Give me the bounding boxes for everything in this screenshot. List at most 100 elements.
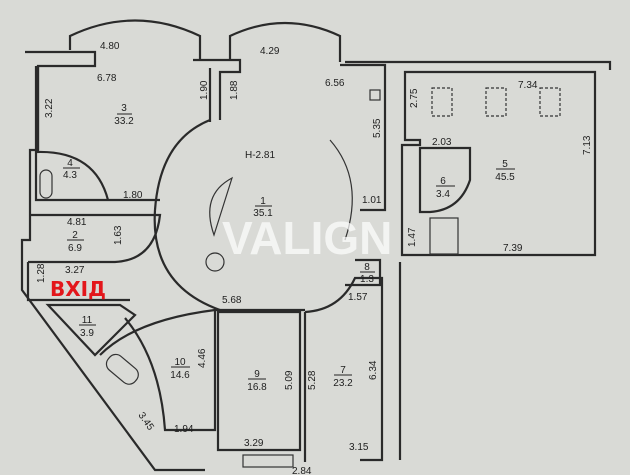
plan-mark xyxy=(28,213,162,264)
dimension-label: 7.39 xyxy=(503,243,523,254)
dimension-label: 3.9 xyxy=(80,328,94,339)
plan-mark xyxy=(105,353,139,385)
dimension-label: 3.15 xyxy=(349,442,369,453)
dimension-label: 7.13 xyxy=(582,135,593,155)
room-9-label: 916.8 xyxy=(247,369,267,393)
dimension-label: 1.3 xyxy=(360,274,374,285)
entrance-label: ВХІД xyxy=(50,277,106,301)
plan-mark xyxy=(45,303,137,357)
dimension-label: 6.9 xyxy=(68,243,82,254)
plan-mark xyxy=(418,146,472,214)
room-1-label: 135.1 xyxy=(253,196,273,219)
dimension-label: 10 xyxy=(174,357,186,368)
dimension-label: 2 xyxy=(72,230,78,241)
plan-mark xyxy=(124,310,217,432)
room-11-label: 113.9 xyxy=(79,315,96,339)
dimension-label: 6 xyxy=(440,176,446,187)
plan-mark xyxy=(369,89,381,101)
room-6-label: 63.4 xyxy=(436,176,455,200)
dimension-label: 3 xyxy=(121,103,127,114)
dimension-label: 6.78 xyxy=(97,73,117,84)
plan-mark xyxy=(39,169,53,199)
dimension-label: 14.6 xyxy=(170,370,190,381)
plan-mark xyxy=(242,454,294,468)
room-3-label: 333.2 xyxy=(114,103,134,127)
dimension-label: 4.29 xyxy=(260,46,280,57)
plan-mark xyxy=(400,70,597,257)
walls xyxy=(20,19,612,472)
dimension-label: 8 xyxy=(364,262,370,273)
plan-mark xyxy=(228,22,342,62)
dimension-label: 2.03 xyxy=(432,137,452,148)
plan-mark xyxy=(216,310,302,452)
dimension-label: 1.28 xyxy=(36,263,47,283)
plan-mark xyxy=(153,209,221,312)
dimension-label: 6.34 xyxy=(368,360,379,380)
dimension-label: 1.57 xyxy=(348,292,368,303)
plan-mark xyxy=(539,87,561,117)
dimension-label: 1 xyxy=(260,196,266,207)
dimension-label: 4.80 xyxy=(100,41,120,52)
plan-mark xyxy=(26,262,130,302)
plan-mark xyxy=(210,58,242,120)
plan-mark xyxy=(304,276,384,462)
dimension-label: 6.56 xyxy=(325,78,345,89)
dimension-label: 7.34 xyxy=(518,80,538,91)
plan-mark xyxy=(345,60,612,70)
dimension-label: 5.09 xyxy=(284,370,295,390)
dimension-label: 1.94 xyxy=(174,424,194,435)
room-7-label: 723.2 xyxy=(333,365,353,389)
dimension-label: 3.45 xyxy=(136,410,156,433)
plan-mark xyxy=(345,258,382,287)
plan-mark xyxy=(205,252,225,272)
dimension-label: 1.63 xyxy=(113,225,124,245)
room-labels: 333.2 44.3 135.1 26.9 545.5 63.4 723.2 8… xyxy=(63,103,515,393)
dimension-label: 16.8 xyxy=(247,382,267,393)
plan-mark xyxy=(209,176,234,237)
plan-mark xyxy=(329,139,353,241)
plan-mark xyxy=(35,150,110,201)
dimension-label: 5.28 xyxy=(307,370,318,390)
dimension-label: 3.4 xyxy=(436,189,450,200)
dimension-label: 4.46 xyxy=(197,348,208,368)
plan-mark xyxy=(68,19,202,60)
dimension-label: 1.80 xyxy=(123,190,143,201)
dimension-label: 3.22 xyxy=(44,98,55,118)
dimension-label: 1.88 xyxy=(229,80,240,100)
plan-mark xyxy=(431,87,453,117)
room-8-label: 81.3 xyxy=(360,262,375,285)
ceiling-height: H-2.81 xyxy=(245,150,275,161)
dimension-label: 11 xyxy=(82,315,93,326)
dimension-label: 2.84 xyxy=(292,466,312,475)
dimension-label: 4.81 xyxy=(67,217,87,228)
dimension-label: 1.90 xyxy=(199,80,210,100)
plan-mark xyxy=(99,308,305,356)
room-2-label: 26.9 xyxy=(67,230,84,254)
fixtures xyxy=(39,87,561,468)
dimension-label: 4.3 xyxy=(63,170,77,181)
dimension-label: 45.5 xyxy=(495,172,515,183)
plan-mark xyxy=(34,66,160,202)
room-10-label: 10 14.6 xyxy=(170,357,190,381)
dimension-label: 2.75 xyxy=(409,88,420,108)
dimension-label: 4 xyxy=(67,158,73,169)
room-4-label: 44.3 xyxy=(63,158,80,181)
plan-mark xyxy=(485,87,507,117)
room-5-label: 545.5 xyxy=(495,159,515,183)
dimension-label: 23.2 xyxy=(333,378,353,389)
dimension-label: 3.27 xyxy=(65,265,85,276)
dimension-label: 5 xyxy=(502,159,508,170)
dimension-labels: 4.80 6.78 3.22 1.90 1.88 4.29 6.56 5.35 … xyxy=(36,41,593,475)
dimension-label: 33.2 xyxy=(114,116,134,127)
plan-mark xyxy=(429,217,459,255)
dimension-label: 35.1 xyxy=(253,208,273,219)
dimension-label: 1.01 xyxy=(362,195,382,206)
plan-mark xyxy=(340,63,387,212)
dimension-label: 5.68 xyxy=(222,295,242,306)
dimension-label: 1.47 xyxy=(407,227,418,247)
dimension-label: 3.29 xyxy=(244,438,264,449)
dimension-label: 5.35 xyxy=(372,118,383,138)
dimension-label: 9 xyxy=(254,369,260,380)
watermark: VALIGN xyxy=(222,212,392,264)
